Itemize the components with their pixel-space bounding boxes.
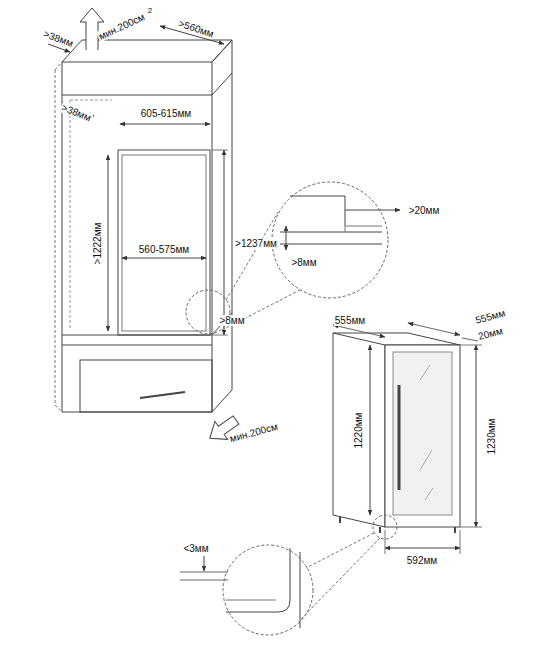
dimension-label: 605-615мм: [140, 108, 192, 119]
dimension-label: >38мм: [41, 27, 76, 49]
dimension-label: >1222мм: [93, 221, 104, 265]
dimension-label: 555мм: [473, 306, 507, 325]
dimension-label: мин.200см: [96, 10, 147, 42]
dimension-label: >8мм: [290, 257, 317, 268]
dimension-label: 20мм: [476, 324, 505, 342]
dimension-label: <3мм: [182, 543, 209, 554]
dimension-label: 560-575мм: [138, 244, 190, 255]
dimension-label: 555мм: [334, 315, 366, 326]
dimension-label: >20мм: [408, 205, 441, 216]
dimension-label: >1237мм: [234, 238, 278, 249]
dimension-label: >38мм: [59, 101, 93, 123]
dimension-label: 1220мм: [353, 411, 364, 449]
dimension-label: 592мм: [406, 555, 438, 566]
dimension-label: 2: [147, 6, 153, 15]
dimension-label: >8мм: [218, 315, 245, 326]
dimension-label: 1230мм: [486, 417, 497, 455]
